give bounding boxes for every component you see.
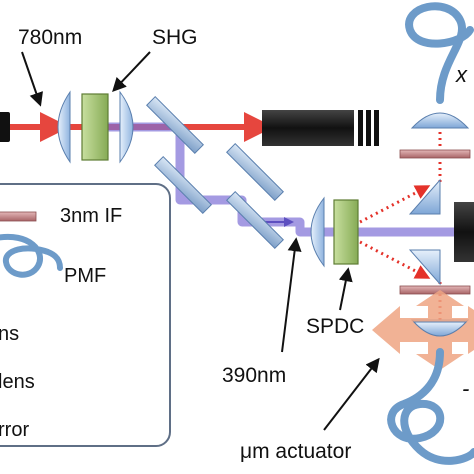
shg-lens-left [57, 90, 71, 164]
photon-path-up [359, 185, 431, 224]
interference-filter-lower [399, 285, 471, 295]
shg-lens-right [119, 90, 134, 164]
dichroic-mirror-1 [146, 96, 204, 154]
legend-cyl-lens-label: lens [0, 371, 35, 393]
spdc-crystal [333, 199, 359, 265]
uv-beam-dump [454, 202, 474, 262]
shg-crystal [81, 93, 109, 161]
legend-filter-swatch [0, 211, 37, 222]
label-shg: SHG [152, 26, 198, 49]
arrow-actuator [323, 357, 380, 431]
prism-lower [408, 249, 441, 286]
label-side-top: x [455, 62, 468, 87]
interference-filter-upper [399, 149, 471, 159]
legend-mirror-label: rror [0, 419, 29, 441]
arrow-780nm [21, 51, 43, 107]
label-780nm: 780nm [18, 26, 82, 49]
legend-lens-label: ns [0, 323, 19, 345]
arrow-spdc [338, 267, 353, 311]
label-actuator: μm actuator [240, 440, 351, 463]
legend-box: 3nm IF PMF ns lens rror [0, 183, 171, 447]
legend-filter-label: 3nm IF [60, 205, 122, 227]
photon-path-down [359, 240, 431, 279]
label-side-bottom: - [462, 376, 469, 401]
coupling-lens-actuated [412, 321, 468, 337]
fiber-lower [387, 348, 474, 465]
dichroic-mirror-3 [226, 143, 284, 201]
laser-source [0, 112, 10, 142]
spdc-lens [310, 196, 325, 268]
dichroic-mirror-2 [154, 156, 212, 214]
dichroic-mirror-4 [226, 191, 284, 249]
coupling-lens-upper [410, 112, 470, 129]
fiber-upper [405, 2, 474, 104]
legend-fiber-swatch [0, 233, 63, 278]
arrow-390nm [281, 237, 302, 353]
legend-fiber-label: PMF [64, 265, 106, 287]
prism-upper [408, 178, 441, 215]
label-spdc: SPDC [306, 315, 364, 338]
label-390nm: 390nm [222, 364, 286, 387]
beam-dump [262, 110, 379, 146]
arrow-shg [112, 51, 151, 93]
